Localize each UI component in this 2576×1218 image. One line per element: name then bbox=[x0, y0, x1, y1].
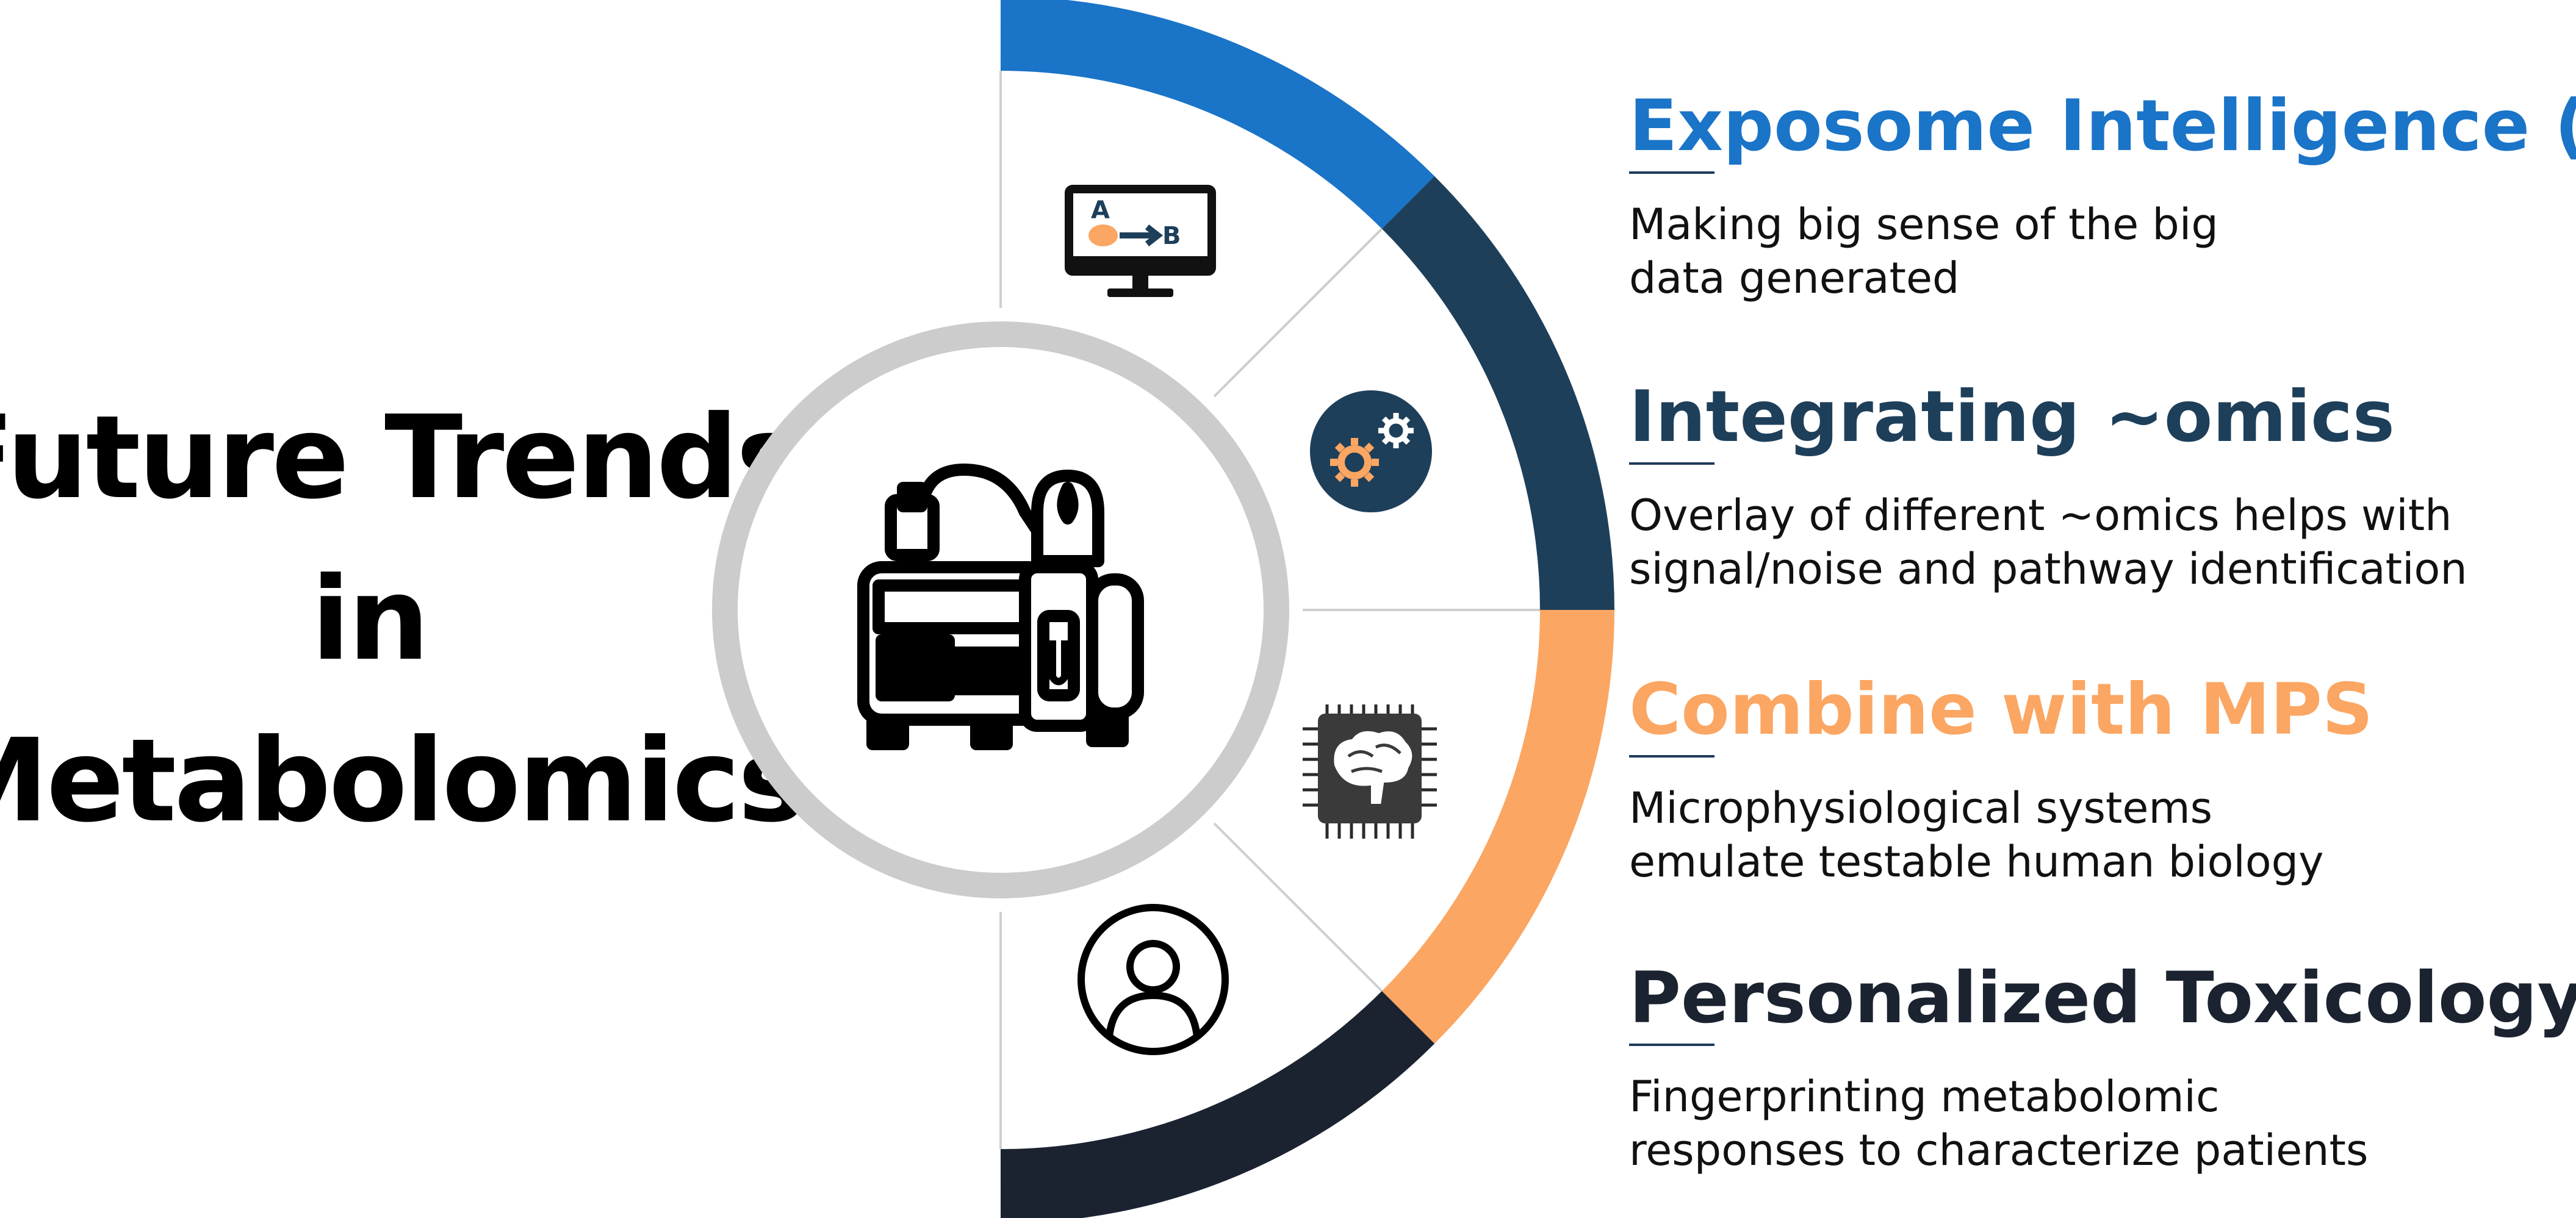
person-frame bbox=[1078, 904, 1229, 1055]
item-personalized-toxicology: Personalized Toxicology Fingerprinting m… bbox=[1629, 957, 2576, 1177]
brain-folds bbox=[1347, 743, 1401, 773]
item-title: Exposome Intelligence (EI) bbox=[1629, 85, 2576, 167]
person-shoulders bbox=[1106, 991, 1201, 1037]
item-underline bbox=[1629, 462, 1714, 465]
main-title: Future Trends in Metabolomics bbox=[0, 391, 806, 848]
item-combine-mps: Combine with MPS Microphysiological syst… bbox=[1629, 669, 2569, 889]
description-line: Fingerprinting metabolomic bbox=[1629, 1072, 2220, 1122]
segment-dividers bbox=[999, 71, 1540, 1149]
item-title: Personalized Toxicology bbox=[1629, 957, 2576, 1039]
description-line: emulate testable human biology bbox=[1629, 836, 2324, 887]
item-description: Overlay of different ~omics helps with s… bbox=[1629, 489, 2569, 596]
item-integrating-omics: Integrating ~omics Overlay of different … bbox=[1629, 376, 2569, 596]
monitor-stand bbox=[1132, 271, 1148, 288]
item-description: Microphysiological systems emulate testa… bbox=[1629, 782, 2569, 889]
lab-instrument-icon bbox=[857, 464, 1144, 750]
description-line: responses to characterize patients bbox=[1629, 1125, 2369, 1175]
item-title: Combine with MPS bbox=[1629, 668, 2373, 751]
divider-diagonal-upper bbox=[1213, 227, 1383, 398]
brain-chip-icon bbox=[1303, 704, 1437, 839]
description-line: Microphysiological systems bbox=[1629, 783, 2213, 834]
white-gear bbox=[1378, 413, 1414, 448]
description-line: Making big sense of the big bbox=[1629, 199, 2218, 250]
item-description: Making big sense of the big data generat… bbox=[1629, 198, 2569, 305]
item-description: Fingerprinting metabolomic responses to … bbox=[1629, 1070, 2569, 1177]
arc-segment-navy bbox=[1381, 176, 1614, 611]
item-title: Integrating ~omics bbox=[1629, 376, 2395, 458]
item-underline bbox=[1629, 171, 1714, 174]
person-icon bbox=[1078, 904, 1229, 1055]
description-line: Overlay of different ~omics helps with bbox=[1629, 490, 2452, 541]
gears-icon bbox=[1310, 390, 1432, 512]
item-underline bbox=[1629, 755, 1714, 758]
person-head bbox=[1126, 940, 1180, 994]
outer-arc bbox=[1000, 0, 1614, 1218]
monitor-a-to-b-icon: A B bbox=[1065, 185, 1216, 297]
monitor-letter-a: A bbox=[1091, 196, 1110, 224]
gears-badge bbox=[1310, 390, 1432, 512]
description-line: signal/noise and pathway identification bbox=[1629, 543, 2467, 594]
title-line-3: Metabolomics bbox=[0, 714, 804, 848]
monitor-arrow bbox=[1120, 224, 1164, 246]
monitor-letter-b: B bbox=[1162, 222, 1181, 250]
description-line: data generated bbox=[1629, 253, 1960, 303]
monitor-blob bbox=[1088, 224, 1118, 246]
arc-segment-orange bbox=[1381, 609, 1614, 1044]
title-line-2: in bbox=[311, 553, 427, 686]
arc-segment-dark bbox=[1000, 991, 1435, 1218]
divider-diagonal-lower bbox=[1213, 822, 1383, 992]
monitor-base bbox=[1107, 288, 1173, 297]
monitor-bezel bbox=[1069, 256, 1212, 271]
title-line-1: Future Trends bbox=[0, 391, 802, 525]
orange-gear bbox=[1330, 438, 1379, 487]
arc-segment-blue bbox=[1000, 0, 1435, 229]
item-exposome: Exposome Intelligence (EI) Making big se… bbox=[1629, 85, 2576, 305]
item-underline bbox=[1629, 1044, 1714, 1047]
